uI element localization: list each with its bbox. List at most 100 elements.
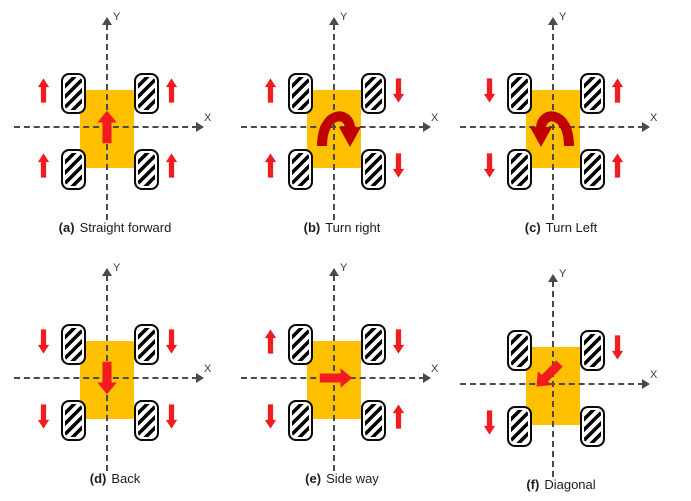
y-axis-arrowhead-icon [548, 274, 558, 282]
panel-label: (f) [526, 477, 540, 492]
mecanum-wheel-front-right [580, 73, 605, 114]
wheel-arrow-front-right [610, 334, 625, 361]
panel-caption-text: Side way [326, 471, 379, 486]
wheel-arrow-front-right [164, 77, 179, 104]
x-axis-label: X [650, 369, 658, 381]
x-axis-arrowhead-icon [642, 379, 650, 389]
center-arrow-up [94, 109, 120, 145]
mecanum-wheel-rear-left [288, 400, 313, 441]
wheel-arrow-front-left [36, 77, 51, 104]
mecanum-wheel-front-right [361, 324, 386, 365]
mecanum-wheel-front-left [61, 73, 86, 114]
panel-f: Y X (f)Diagonal [446, 257, 676, 501]
y-axis-label: Y [340, 262, 348, 274]
wheel-arrow-rear-left [263, 152, 278, 179]
wheel-arrow-rear-left [482, 409, 497, 436]
y-axis-arrowhead-icon [548, 17, 558, 25]
wheel-arrow-rear-right [164, 152, 179, 179]
mecanum-wheel-front-right [580, 330, 605, 371]
x-axis-label: X [650, 112, 658, 124]
mecanum-wheel-rear-right [361, 400, 386, 441]
wheel-arrow-front-left [263, 328, 278, 355]
x-axis-arrowhead-icon [196, 373, 204, 383]
y-axis [552, 281, 554, 477]
mecanum-wheel-front-right [361, 73, 386, 114]
y-axis-arrowhead-icon [102, 268, 112, 276]
wheel-arrow-rear-right [610, 152, 625, 179]
mecanum-wheel-rear-right [134, 400, 159, 441]
y-axis [333, 275, 335, 471]
y-axis-label: Y [559, 11, 567, 23]
x-axis [241, 126, 425, 128]
mecanum-wheel-rear-left [288, 149, 313, 190]
panel-caption: (c)Turn Left [451, 220, 671, 235]
x-axis-arrowhead-icon [642, 122, 650, 132]
panel-caption-text: Straight forward [79, 220, 172, 235]
mecanum-wheel-rear-left [61, 149, 86, 190]
mecanum-wheel-front-left [288, 73, 313, 114]
center-arrow-right [318, 365, 354, 391]
y-axis-label: Y [113, 11, 121, 23]
center-arrow-rotate-ccw [530, 101, 580, 148]
wheel-arrow-front-left [263, 77, 278, 104]
panel-label: (e) [305, 471, 322, 486]
mecanum-wheel-rear-right [580, 406, 605, 447]
panel-caption-text: Turn Left [545, 220, 598, 235]
x-axis [460, 383, 644, 385]
y-axis [552, 24, 554, 220]
mecanum-wheel-rear-right [361, 149, 386, 190]
panel-label: (b) [303, 220, 321, 235]
mecanum-wheel-front-left [507, 73, 532, 114]
mecanum-wheel-front-left [288, 324, 313, 365]
panel-caption: (a) Straight forward [5, 220, 225, 235]
panel-e: Y X (e) Side way [227, 251, 457, 501]
mecanum-wheel-rear-left [61, 400, 86, 441]
x-axis-label: X [204, 363, 212, 375]
panel-label: (a) [58, 220, 75, 235]
panel-d: Y X (d) Back [0, 251, 230, 501]
mecanum-wheel-rear-left [507, 406, 532, 447]
x-axis-arrowhead-icon [423, 373, 431, 383]
x-axis-arrowhead-icon [196, 122, 204, 132]
wheel-arrow-rear-left [36, 152, 51, 179]
mecanum-wheel-rear-right [580, 149, 605, 190]
mecanum-wheel-front-left [507, 330, 532, 371]
panel-caption: (e) Side way [232, 471, 452, 486]
wheel-arrow-front-left [36, 328, 51, 355]
center-arrow-rotate-cw [311, 101, 361, 148]
panel-caption: (b) Turn right [232, 220, 452, 235]
center-arrow-down-left [526, 353, 570, 397]
wheel-arrow-front-right [164, 328, 179, 355]
mecanum-wheel-front-right [134, 73, 159, 114]
panel-caption: (d) Back [5, 471, 225, 486]
mecanum-wheel-rear-right [134, 149, 159, 190]
y-axis-arrowhead-icon [102, 17, 112, 25]
mecanum-wheel-rear-left [507, 149, 532, 190]
wheel-arrow-rear-right [391, 403, 406, 430]
center-arrow-down [94, 360, 120, 396]
x-axis-label: X [431, 112, 439, 124]
x-axis-label: X [431, 363, 439, 375]
x-axis-arrowhead-icon [423, 122, 431, 132]
wheel-arrow-front-right [391, 328, 406, 355]
wheel-arrow-rear-left [36, 403, 51, 430]
wheel-arrow-rear-left [263, 403, 278, 430]
panel-label: (d) [89, 471, 107, 486]
mecanum-wheel-front-left [61, 324, 86, 365]
panel-a: Y X (a) Straight forward [0, 0, 230, 250]
panel-caption-text: Turn right [325, 220, 381, 235]
panel-caption-text: Back [111, 471, 141, 486]
panel-caption: (f)Diagonal [451, 477, 671, 492]
wheel-arrow-rear-right [391, 152, 406, 179]
mecanum-wheel-front-right [134, 324, 159, 365]
x-axis-label: X [204, 112, 212, 124]
y-axis-arrowhead-icon [329, 268, 339, 276]
y-axis-arrowhead-icon [329, 17, 339, 25]
panel-c: Y X (c)Turn Left [446, 0, 676, 250]
wheel-arrow-front-right [610, 77, 625, 104]
panel-b: Y X (b) Turn right [227, 0, 457, 250]
y-axis-label: Y [113, 262, 121, 274]
y-axis-label: Y [340, 11, 348, 23]
wheel-arrow-front-left [482, 77, 497, 104]
